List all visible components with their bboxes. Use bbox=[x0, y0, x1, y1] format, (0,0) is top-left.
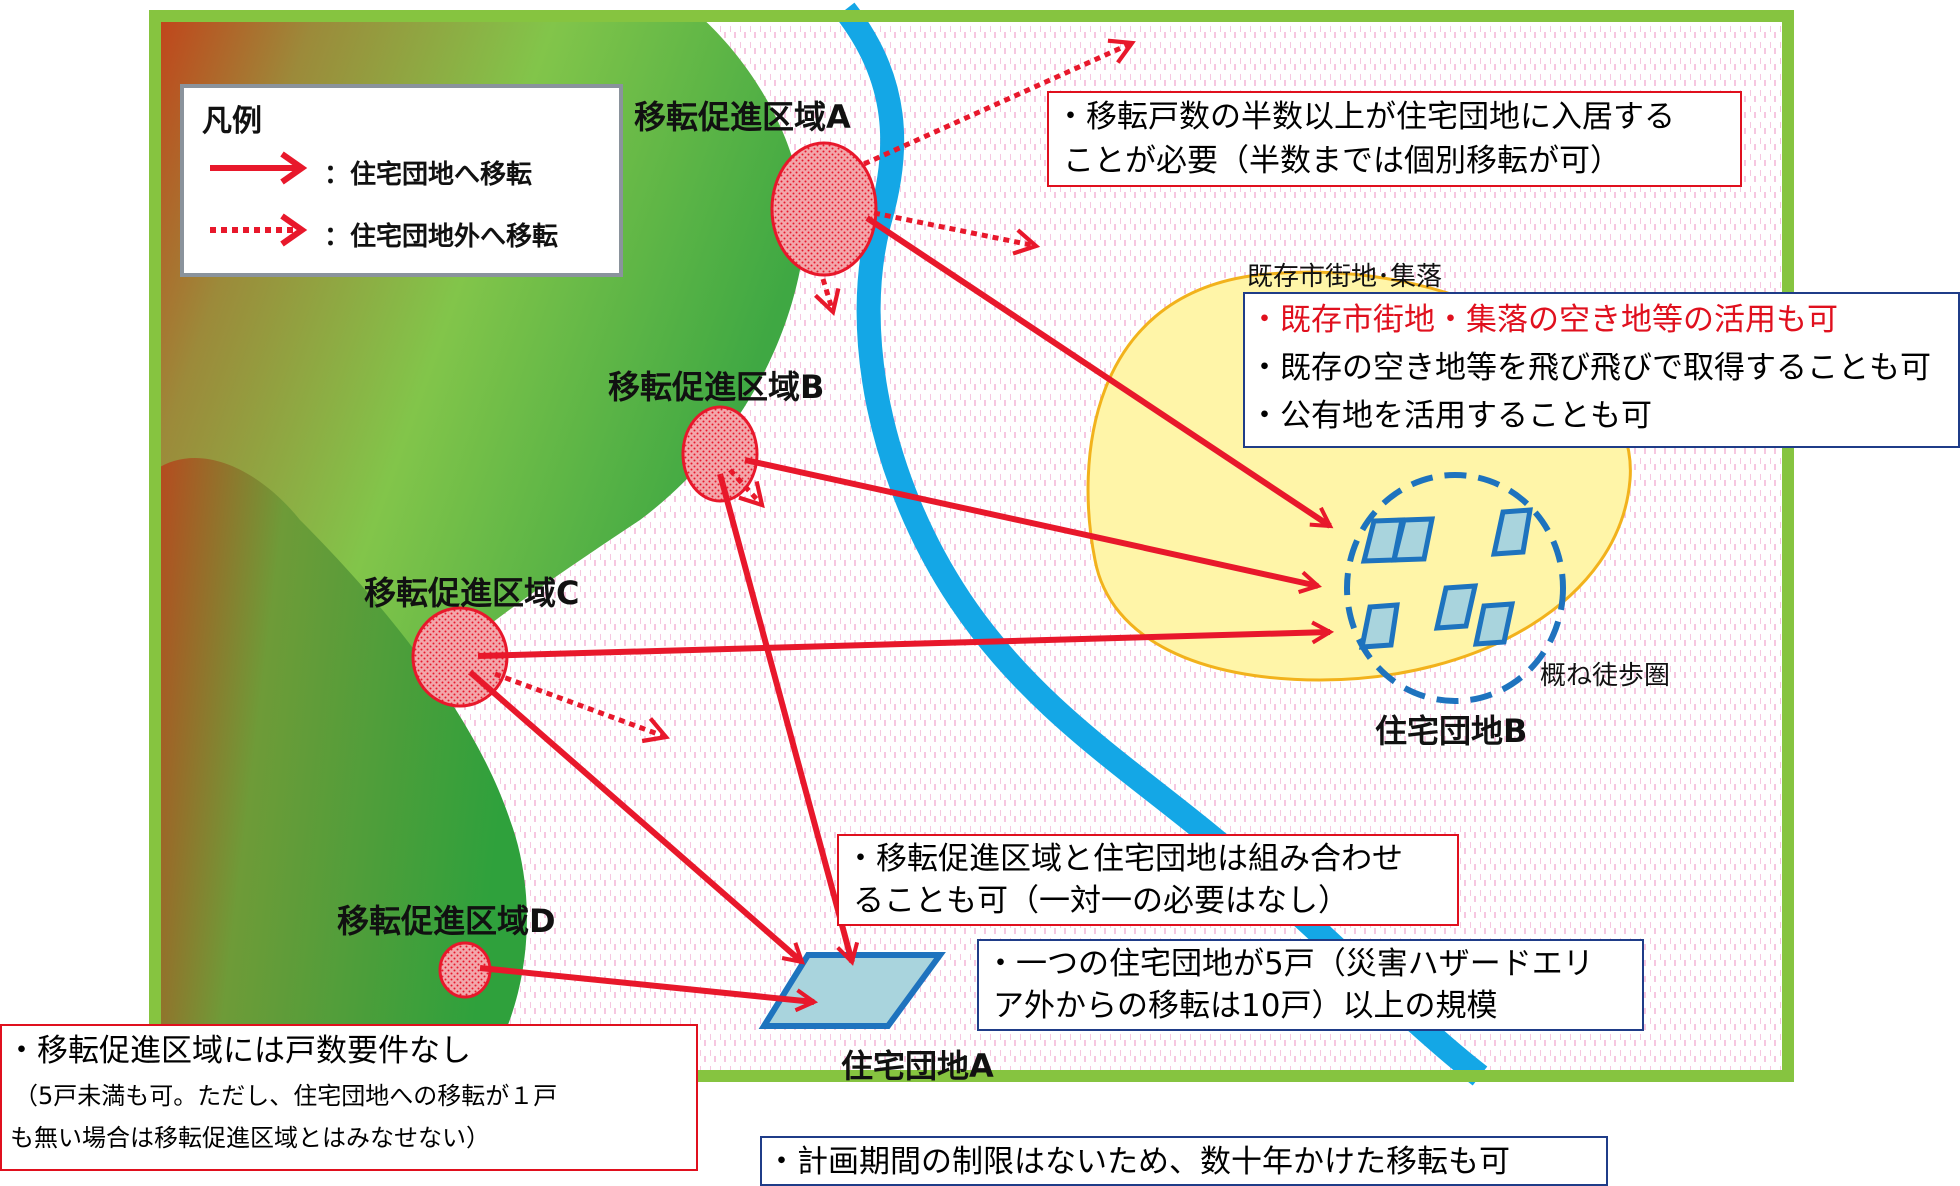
arrow-c-out bbox=[494, 671, 670, 744]
legend-dotted-label: ：住宅団地外へ移転 bbox=[324, 222, 559, 252]
legend-row-solid: ：住宅団地へ移転 bbox=[204, 146, 604, 196]
arrow-c-to-a bbox=[468, 669, 806, 965]
arrow-a-out-1 bbox=[862, 38, 1136, 167]
walking-range-circle bbox=[1344, 472, 1566, 704]
walking-range-label: 概ね徒歩圏 bbox=[1540, 661, 1671, 691]
note-scale-line-1: ・一つの住宅団地が5戸（災害ハザードエリ bbox=[985, 946, 1594, 982]
map-frame bbox=[149, 10, 1794, 1082]
relocation-area-a-shape bbox=[770, 141, 878, 277]
arrow-a-to-b bbox=[865, 215, 1334, 529]
note-half-rule-line-2: ことが必要（半数までは個別移転が可） bbox=[1063, 143, 1621, 179]
river bbox=[835, 2, 1488, 1086]
note-half-rule: ・移転戸数の半数以上が住宅団地に入居する ことが必要（半数までは個別移転が可） bbox=[1047, 91, 1742, 187]
solid-arrows bbox=[468, 215, 1335, 1013]
hill-lower bbox=[155, 458, 527, 1076]
relocation-area-b-label: 移転促進区域B bbox=[608, 368, 825, 406]
relocation-area-a-label: 移転促進区域A bbox=[634, 98, 851, 136]
estate-b-label: 住宅団地B bbox=[1375, 712, 1528, 750]
arrow-d-to-a bbox=[479, 965, 819, 1013]
note-existing-use-red: ・既存市街地・集落の空き地等の活用も可 bbox=[1249, 302, 1838, 338]
note-scale-line-2: ア外からの移転は10戸）以上の規模 bbox=[993, 988, 1498, 1024]
arrow-b-to-a bbox=[717, 473, 860, 966]
note-no-count-line-2: （5戸未満も可。ただし、住宅団地への移転が１戸 bbox=[14, 1082, 558, 1110]
note-no-count-line-1: ・移転促進区域には戸数要件なし bbox=[6, 1033, 471, 1069]
note-combination-line-1: ・移転促進区域と住宅団地は組み合わせ bbox=[845, 841, 1403, 877]
note-existing-use-line-2: ・既存の空き地等を飛び飛びで取得することも可 bbox=[1249, 350, 1931, 386]
arrow-a-out-3 bbox=[813, 278, 841, 317]
existing-town-label: 既存市街地･集落 bbox=[1247, 262, 1443, 292]
arrow-c-to-b bbox=[477, 620, 1335, 659]
legend-title: 凡例 bbox=[202, 104, 262, 139]
note-existing-use-line-3: ・公有地を活用することも可 bbox=[1249, 398, 1652, 434]
estate-a-label: 住宅団地A bbox=[841, 1047, 994, 1085]
note-existing-use: ・既存市街地・集落の空き地等の活用も可 ・既存の空き地等を飛び飛びで取得すること… bbox=[1243, 292, 1960, 448]
legend: 凡例 ：住宅団地へ移転 ：住宅団地外へ移転 bbox=[180, 84, 623, 277]
arrow-b-out bbox=[728, 468, 765, 509]
note-half-rule-line-1: ・移転戸数の半数以上が住宅団地に入居する bbox=[1055, 99, 1675, 135]
legend-row-dotted: ：住宅団地外へ移転 bbox=[204, 208, 604, 258]
note-plan-period-text: ・計画期間の制限はないため、数十年かけた移転も可 bbox=[766, 1144, 1510, 1180]
dotted-arrows bbox=[494, 38, 1136, 744]
relocation-area-c-label: 移転促進区域C bbox=[364, 574, 580, 612]
solid-arrow-icon bbox=[210, 151, 308, 185]
dotted-arrow-icon bbox=[210, 213, 308, 247]
note-no-count-line-3: も無い場合は移転促進区域とはみなせない） bbox=[10, 1124, 490, 1152]
note-no-count-requirement: ・移転促進区域には戸数要件なし （5戸未満も可。ただし、住宅団地への移転が１戸 … bbox=[0, 1024, 698, 1171]
note-combination: ・移転促進区域と住宅団地は組み合わせ ることも可（一対一の必要はなし） bbox=[837, 834, 1459, 926]
arrow-a-out-2 bbox=[873, 210, 1041, 256]
arrow-b-to-b bbox=[744, 457, 1322, 594]
note-plan-period: ・計画期間の制限はないため、数十年かけた移転も可 bbox=[760, 1136, 1608, 1186]
estate-b-houses bbox=[1358, 507, 1533, 650]
note-scale: ・一つの住宅団地が5戸（災害ハザードエリ ア外からの移転は10戸）以上の規模 bbox=[977, 939, 1644, 1031]
note-combination-line-2: ることも可（一対一の必要はなし） bbox=[853, 883, 1349, 919]
legend-solid-label: ：住宅団地へ移転 bbox=[324, 160, 533, 190]
relocation-area-d-label: 移転促進区域D bbox=[337, 902, 556, 940]
